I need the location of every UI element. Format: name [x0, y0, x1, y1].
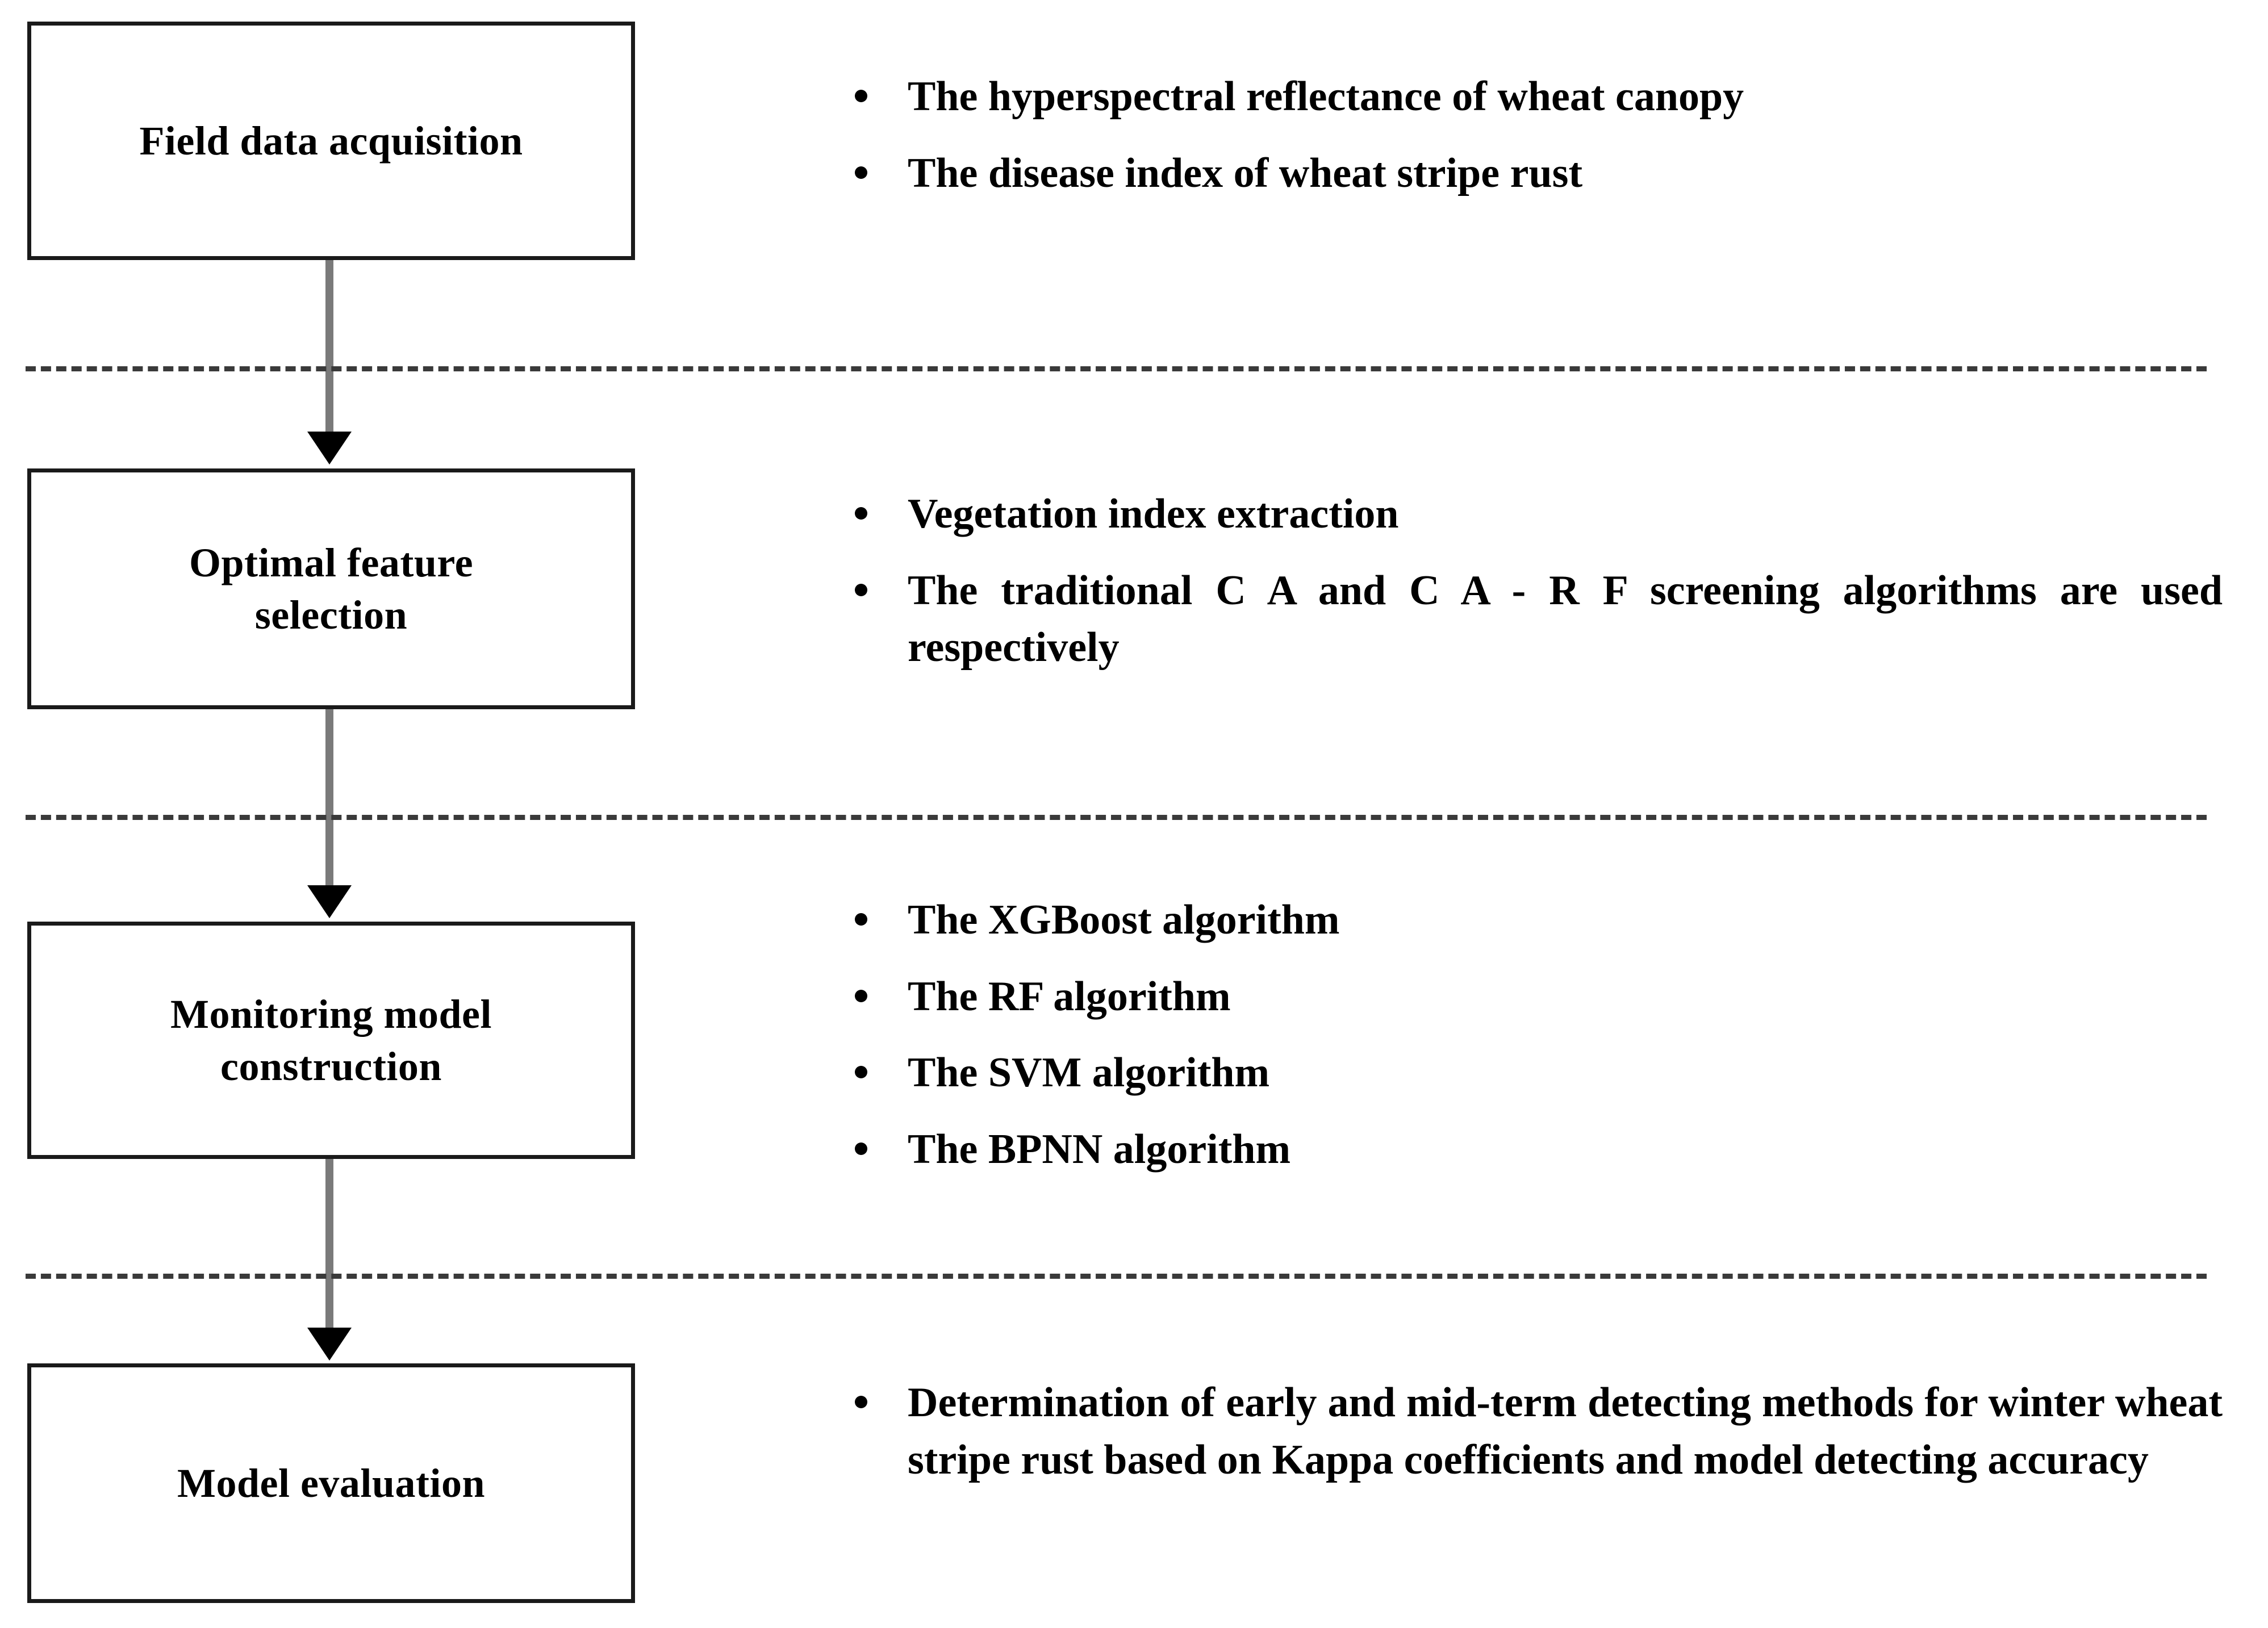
list-item-label: The hyperspectral reflectance of wheat c… [908, 73, 1744, 120]
list-item-label: The XGBoost algorithm [908, 897, 1340, 943]
list-item: The hyperspectral reflectance of wheat c… [848, 68, 2223, 125]
bullet-dot-icon [855, 989, 867, 1002]
list-item: The XGBoost algorithm [848, 892, 2223, 949]
bullet-dot-icon [855, 583, 867, 596]
arrow-line-stage1-to-stage2 [325, 260, 333, 436]
list-item-label: The traditional C A and C A - R F screen… [908, 567, 2223, 671]
stage-box-model-evaluation[interactable]: Model evaluation [27, 1363, 635, 1603]
arrow-head-icon [307, 885, 352, 918]
stage-box-monitoring-model-construction[interactable]: Monitoring model construction [27, 922, 635, 1159]
bullet-dot-icon [855, 1142, 867, 1155]
list-item: The SVM algorithm [848, 1044, 2223, 1102]
stage-label: Optimal feature selection [189, 539, 474, 638]
list-item: The RF algorithm [848, 968, 2223, 1026]
bullet-dot-icon [855, 1396, 867, 1408]
bullet-group-monitoring-model-construction: The XGBoost algorithm The RF algorithm T… [848, 892, 2223, 1178]
arrow-head-icon [307, 432, 352, 464]
bullet-dot-icon [855, 1066, 867, 1079]
bullet-dot-icon [855, 90, 867, 102]
list-item: The disease index of wheat stripe rust [848, 145, 2223, 202]
list-item: Determination of early and mid-term dete… [848, 1374, 2223, 1488]
list-item: The BPNN algorithm [848, 1121, 2223, 1178]
list-item-label: Determination of early and mid-term dete… [908, 1379, 2223, 1483]
list-item-label: The BPNN algorithm [908, 1125, 1291, 1173]
bullet-group-field-data-acquisition: The hyperspectral reflectance of wheat c… [848, 68, 2223, 202]
bullet-group-model-evaluation: Determination of early and mid-term dete… [848, 1374, 2223, 1488]
list-item-label: The RF algorithm [908, 973, 1231, 1020]
list-item-label: The disease index of wheat stripe rust [908, 149, 1583, 196]
stage-box-optimal-feature-selection[interactable]: Optimal feature selection [27, 468, 635, 709]
list-item-label: The SVM algorithm [908, 1049, 1270, 1097]
bullet-dot-icon [855, 166, 867, 179]
arrow-head-icon [307, 1328, 352, 1361]
list-item-label: Vegetation index extraction [908, 491, 1399, 537]
stage-label: Field data acquisition [139, 118, 523, 164]
bullet-dot-icon [855, 913, 867, 926]
bullet-dot-icon [855, 507, 867, 520]
list-item: Vegetation index extraction [848, 486, 2223, 543]
list-item: The traditional C A and C A - R F screen… [848, 562, 2223, 676]
arrow-line-stage2-to-stage3 [325, 709, 333, 890]
arrow-line-stage3-to-stage4 [325, 1159, 333, 1332]
phase-divider-3 [26, 1274, 2207, 1279]
stage-label: Model evaluation [177, 1460, 485, 1506]
stage-label: Monitoring model construction [170, 991, 492, 1089]
stage-box-field-data-acquisition[interactable]: Field data acquisition [27, 22, 635, 260]
bullet-group-optimal-feature-selection: Vegetation index extraction The traditio… [848, 486, 2223, 676]
phase-divider-2 [26, 815, 2207, 820]
phase-divider-1 [26, 366, 2207, 371]
